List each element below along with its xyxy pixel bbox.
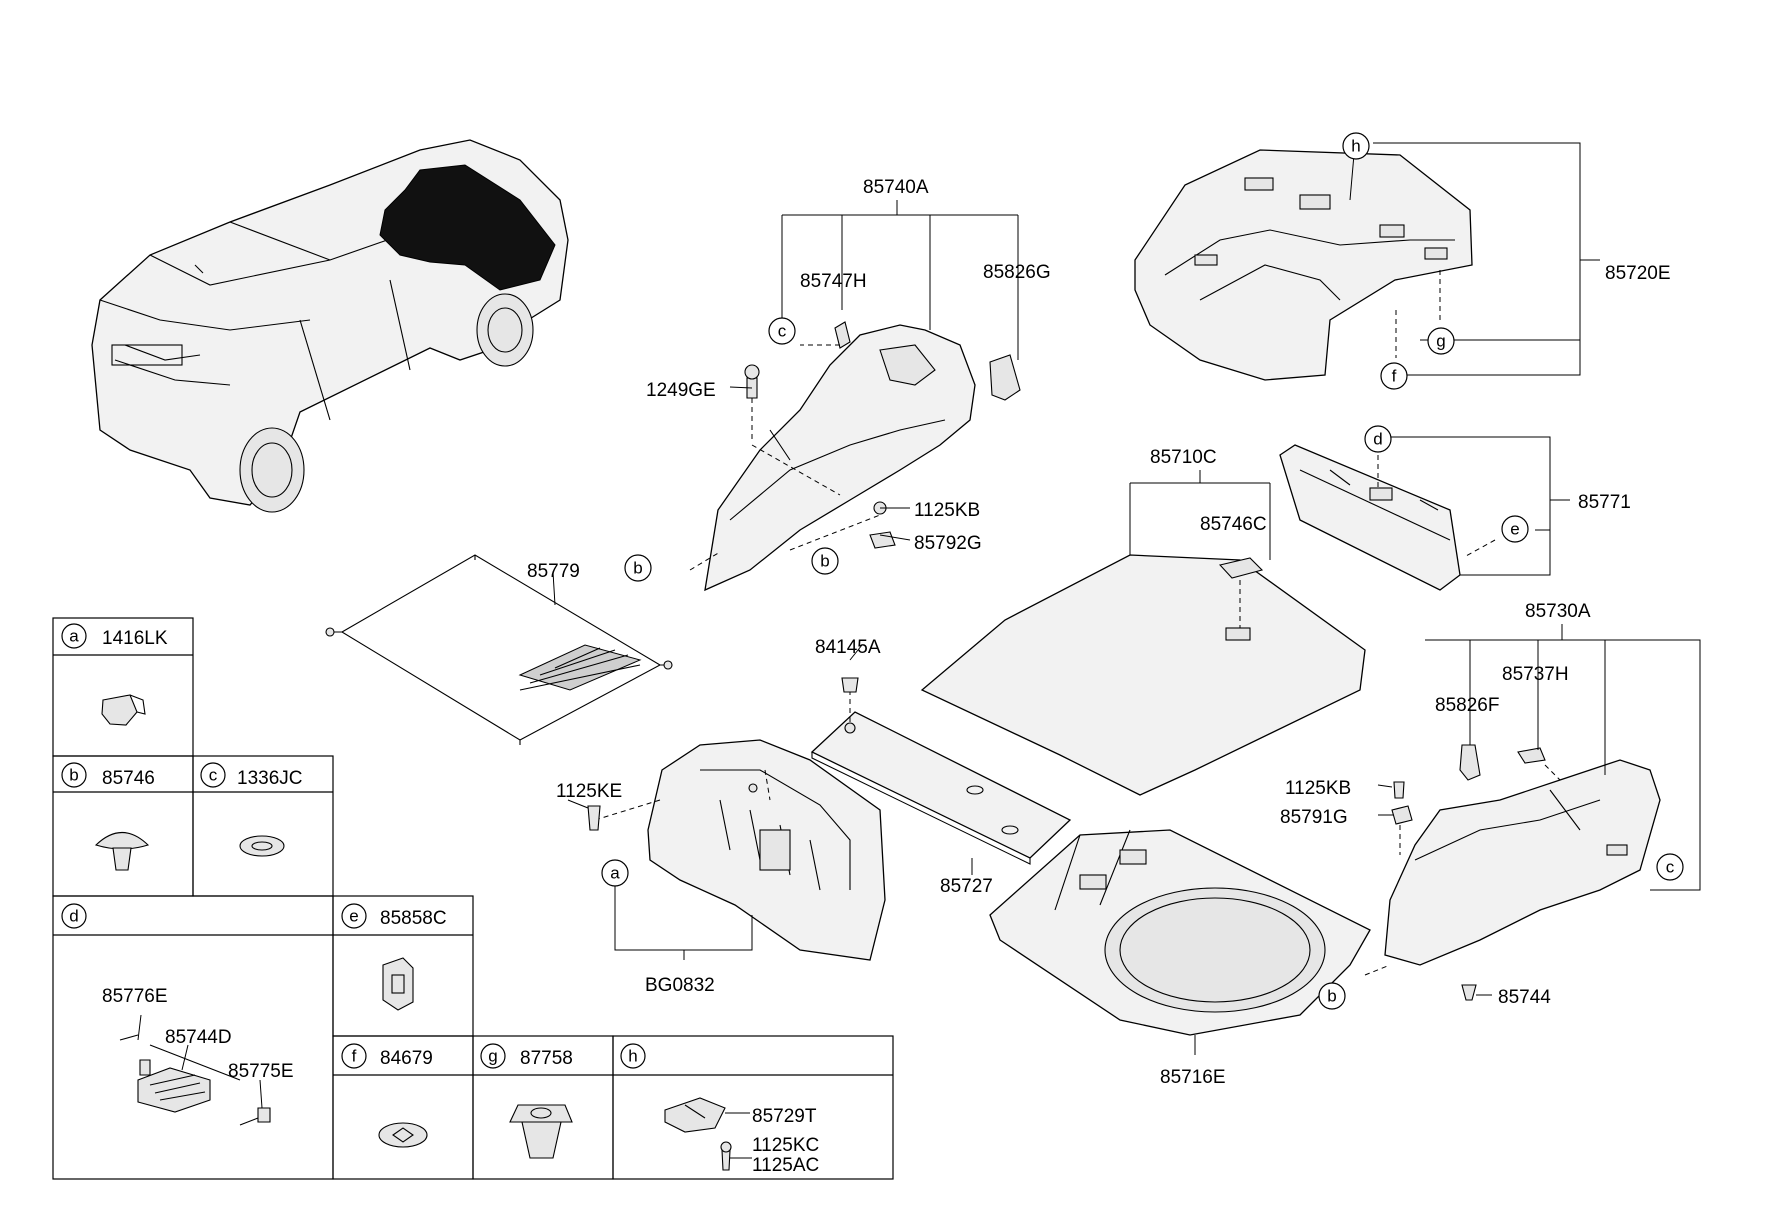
legend-code-f: 84679	[380, 1048, 433, 1069]
label-85720E: 85720E	[1605, 263, 1671, 284]
svg-text:c: c	[778, 322, 787, 341]
label-85771: 85771	[1578, 492, 1631, 513]
luggage-board	[810, 711, 1072, 865]
legend-code-e: 85858C	[380, 908, 447, 929]
legend-header-c: c	[200, 762, 226, 788]
legend-code-a: 1416LK	[102, 628, 168, 649]
car-illustration	[91, 139, 569, 513]
svg-text:b: b	[633, 559, 642, 578]
svg-text:a: a	[610, 864, 620, 883]
callout-g: g	[1427, 327, 1455, 355]
callout-h: h	[1342, 132, 1370, 160]
svg-text:b: b	[820, 552, 829, 571]
label-85744: 85744	[1498, 987, 1551, 1008]
legend-header-g: g	[480, 1043, 506, 1069]
label-85730A: 85730A	[1525, 601, 1591, 622]
legend-h-part3: 1125AC	[752, 1155, 819, 1176]
label-1125KB-right: 1125KB	[1285, 778, 1351, 799]
callout-f: f	[1380, 362, 1408, 390]
label-85826G: 85826G	[983, 262, 1051, 283]
svg-text:c: c	[1666, 858, 1675, 877]
legend-code-g: 87758	[520, 1048, 573, 1069]
callout-a: a	[601, 859, 629, 887]
legend-d-part3: 85775E	[228, 1061, 294, 1082]
svg-text:c: c	[209, 766, 218, 785]
label-85792G: 85792G	[914, 533, 982, 554]
cover-85746C	[1218, 557, 1264, 579]
legend-header-f: f	[341, 1043, 367, 1069]
front-panel	[647, 739, 886, 961]
svg-text:e: e	[1510, 520, 1519, 539]
label-1125KB-left: 1125KB	[914, 500, 980, 521]
bracket-85826F	[1459, 744, 1481, 781]
svg-text:g: g	[488, 1047, 497, 1066]
label-85737H: 85737H	[1502, 664, 1569, 685]
svg-text:b: b	[1327, 987, 1336, 1006]
svg-text:e: e	[349, 907, 358, 926]
package-tray	[1134, 149, 1473, 381]
bracket-85826G	[989, 354, 1021, 401]
legend-header-a: a	[61, 623, 87, 649]
legend-header-d: d	[61, 903, 87, 929]
svg-text:g: g	[1436, 332, 1445, 351]
label-85710C: 85710C	[1150, 447, 1217, 468]
clip-85747H	[834, 321, 851, 349]
svg-text:a: a	[69, 627, 79, 646]
svg-text:h: h	[1351, 137, 1360, 156]
svg-text:h: h	[628, 1047, 637, 1066]
label-85716E: 85716E	[1160, 1067, 1226, 1088]
legend-table	[52, 617, 894, 1180]
legend-code-c: 1336JC	[237, 768, 303, 789]
legend-part-c-grommet-icon	[239, 835, 285, 857]
callout-c-left: c	[768, 317, 796, 345]
legend-part-d-hook-icon	[119, 1034, 271, 1126]
callout-b-left1: b	[624, 554, 652, 582]
legend-part-f-pad-icon	[378, 1122, 428, 1148]
label-85826F: 85826F	[1435, 695, 1499, 716]
legend-header-h: h	[620, 1043, 646, 1069]
svg-text:f: f	[352, 1047, 357, 1066]
label-85746C: 85746C	[1200, 514, 1267, 535]
legend-part-e-clip-icon	[382, 957, 414, 1011]
label-85791G: 85791G	[1280, 807, 1348, 828]
callout-d: d	[1364, 425, 1392, 453]
legend-header-e: e	[341, 903, 367, 929]
legend-d-part2: 85744D	[165, 1027, 232, 1048]
left-trunk-trim	[689, 321, 1021, 592]
trunk-highlight	[379, 164, 556, 291]
label-1125KE: 1125KE	[556, 781, 622, 802]
luggage-net	[325, 554, 673, 745]
right-trunk-trim	[1364, 744, 1661, 976]
trunk-floor-tub	[989, 829, 1371, 1036]
legend-h-part1: 85729T	[752, 1106, 817, 1127]
callout-c-right: c	[1656, 853, 1684, 881]
sill-trim	[1279, 444, 1461, 591]
legend-d-part1: 85776E	[102, 986, 168, 1007]
svg-text:f: f	[1392, 367, 1397, 386]
legend-code-b: 85746	[102, 768, 155, 789]
label-1249GE: 1249GE	[646, 380, 716, 401]
svg-text:d: d	[1373, 430, 1382, 449]
callout-e: e	[1501, 515, 1529, 543]
label-84145A: 84145A	[815, 637, 881, 658]
legend-part-a-clip-icon	[101, 694, 146, 726]
clip-85737H	[1517, 747, 1546, 764]
callout-b-right: b	[1318, 982, 1346, 1010]
legend-part-g-retainer-icon	[509, 1104, 573, 1159]
label-BG0832: BG0832	[645, 975, 715, 996]
legend-part-b-pushpin-icon	[94, 832, 150, 871]
legend-part-h-bracket-icon	[664, 1097, 732, 1171]
legend-h-part2: 1125KC	[752, 1135, 819, 1156]
label-85747H: 85747H	[800, 271, 867, 292]
label-85740A: 85740A	[863, 177, 929, 198]
floor-covering	[920, 554, 1366, 796]
label-85779: 85779	[527, 561, 580, 582]
label-85727: 85727	[940, 876, 993, 897]
callout-b-left2: b	[811, 547, 839, 575]
svg-text:b: b	[69, 766, 78, 785]
legend-header-b: b	[61, 762, 87, 788]
svg-text:d: d	[69, 907, 78, 926]
